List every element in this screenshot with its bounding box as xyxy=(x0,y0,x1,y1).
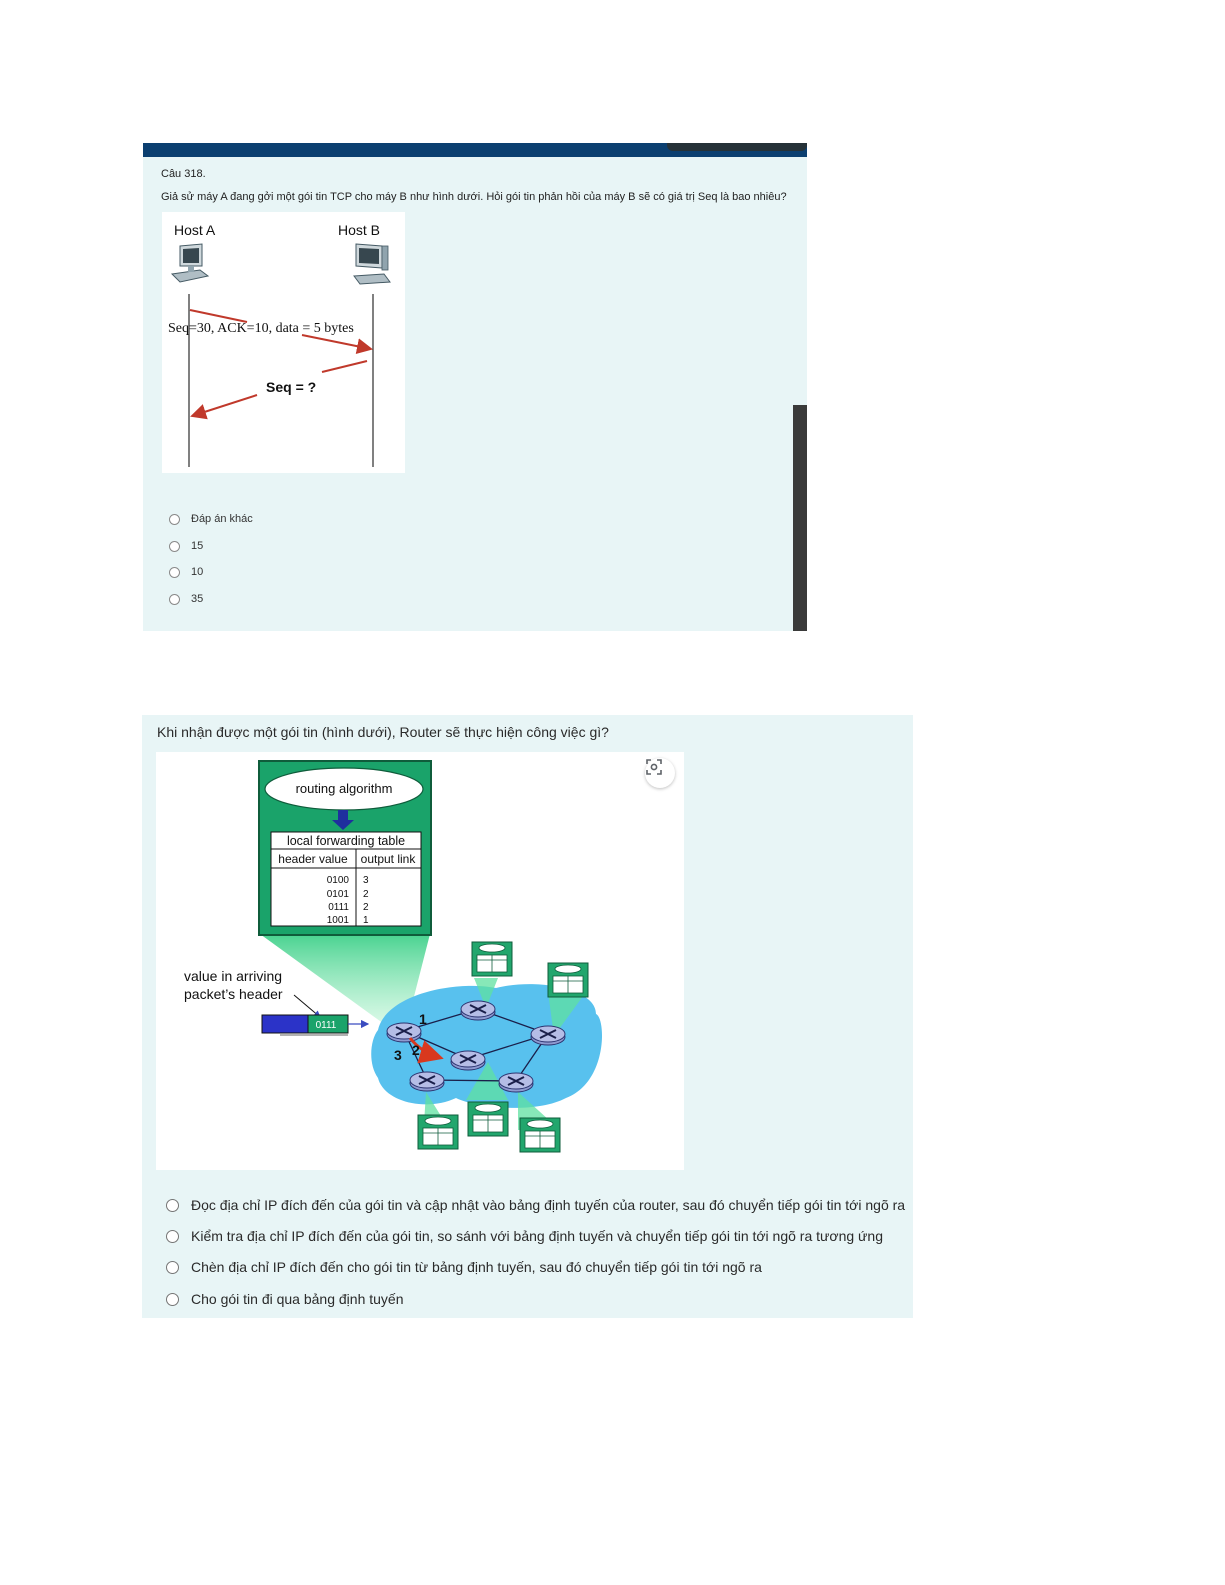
table-title: local forwarding table xyxy=(287,834,405,848)
port-label: 3 xyxy=(394,1047,402,1063)
router-icon xyxy=(498,1072,534,1093)
seq-question-label: Seq = ? xyxy=(266,379,316,395)
router-icon xyxy=(460,1000,496,1021)
routing-algorithm-label: routing algorithm xyxy=(296,781,393,796)
radio-button[interactable] xyxy=(169,593,180,605)
question-number: Câu 318. xyxy=(161,168,206,180)
option-label: Kiểm tra địa chỉ IP đích đến của gói tin… xyxy=(191,1228,883,1244)
question-text: Khi nhận được một gói tin (hình dưới), R… xyxy=(157,724,609,740)
router-forwarding-diagram: routing algorithm local forwarding table… xyxy=(156,752,684,1170)
answer-option[interactable]: 35 xyxy=(169,591,203,607)
option-label: Đáp án khác xyxy=(191,513,253,525)
row-value: 0111 xyxy=(328,902,349,913)
answer-option[interactable]: Chèn địa chỉ IP đích đến cho gói tin từ … xyxy=(166,1257,762,1277)
option-label: 10 xyxy=(191,566,204,578)
answer-option[interactable]: Đọc địa chỉ IP đích đến của gói tin và c… xyxy=(166,1195,905,1215)
forwarding-table-icon xyxy=(467,1101,509,1137)
arriving-label-line1: value in arriving xyxy=(184,968,282,984)
table-row: 1001 1 xyxy=(327,915,369,926)
forwarding-table-icon xyxy=(417,1114,459,1150)
scrollbar[interactable] xyxy=(793,405,807,631)
answer-option[interactable]: Cho gói tin đi qua bảng định tuyến xyxy=(166,1289,404,1309)
router-icon xyxy=(450,1050,486,1071)
router-icon xyxy=(530,1025,566,1046)
row-link: 3 xyxy=(363,875,369,886)
radio-button[interactable] xyxy=(166,1198,179,1212)
forwarding-table-icon xyxy=(547,962,589,998)
option-label: Chèn địa chỉ IP đích đến cho gói tin từ … xyxy=(191,1259,762,1275)
row-value: 1001 xyxy=(327,915,350,926)
header-tab xyxy=(667,143,807,151)
answer-option[interactable]: 15 xyxy=(169,538,203,554)
computer-icon xyxy=(353,243,391,285)
col-output-link: output link xyxy=(361,852,417,866)
answer-option[interactable]: Đáp án khác xyxy=(169,511,253,527)
row-value: 0100 xyxy=(327,875,350,886)
row-link: 2 xyxy=(363,902,369,913)
option-label: Đọc địa chỉ IP đích đến của gói tin và c… xyxy=(191,1197,906,1213)
computer-icon xyxy=(170,243,210,283)
row-value: 0101 xyxy=(327,889,350,900)
col-header-value: header value xyxy=(278,852,348,866)
table-row: 0101 2 xyxy=(327,889,369,900)
tcp-sequence-diagram: Host A Host B Seq=30, ACK=10, da xyxy=(162,212,405,473)
packet-header-value: 0111 xyxy=(316,1020,337,1031)
router-icon xyxy=(409,1071,445,1092)
row-link: 1 xyxy=(363,915,369,926)
arriving-label-line2: packet’s header xyxy=(184,986,283,1002)
forwarding-table-icon xyxy=(471,941,513,977)
host-a-label: Host A xyxy=(174,222,216,238)
question-card-router: Khi nhận được một gói tin (hình dưới), R… xyxy=(142,715,913,1318)
option-label: 35 xyxy=(191,593,204,605)
packet-icon xyxy=(261,1014,309,1034)
radio-button[interactable] xyxy=(169,513,180,525)
tcp-segment-label: Seq=30, ACK=10, data = 5 bytes xyxy=(168,321,354,336)
question-card-318: Câu 318. Giả sử máy A đang gởi một gói t… xyxy=(143,143,807,631)
port-label: 1 xyxy=(419,1011,427,1027)
header-bar xyxy=(143,143,807,157)
router-icon xyxy=(386,1022,422,1043)
radio-button[interactable] xyxy=(166,1229,179,1243)
option-label: 15 xyxy=(191,540,204,552)
option-label: Cho gói tin đi qua bảng định tuyến xyxy=(191,1291,404,1307)
radio-button[interactable] xyxy=(169,566,180,578)
radio-button[interactable] xyxy=(166,1260,179,1274)
port-label: 2 xyxy=(412,1042,420,1058)
host-b-label: Host B xyxy=(338,222,380,238)
forwarding-table-icon xyxy=(519,1117,561,1153)
google-lens-icon[interactable] xyxy=(645,758,675,788)
question-text: Giả sử máy A đang gởi một gói tin TCP ch… xyxy=(161,191,787,203)
table-row: 0111 2 xyxy=(328,902,369,913)
answer-option[interactable]: Kiểm tra địa chỉ IP đích đến của gói tin… xyxy=(166,1226,883,1246)
radio-button[interactable] xyxy=(169,540,180,552)
table-row: 0100 3 xyxy=(327,875,369,886)
radio-button[interactable] xyxy=(166,1292,179,1306)
row-link: 2 xyxy=(363,889,369,900)
answer-option[interactable]: 10 xyxy=(169,564,203,580)
